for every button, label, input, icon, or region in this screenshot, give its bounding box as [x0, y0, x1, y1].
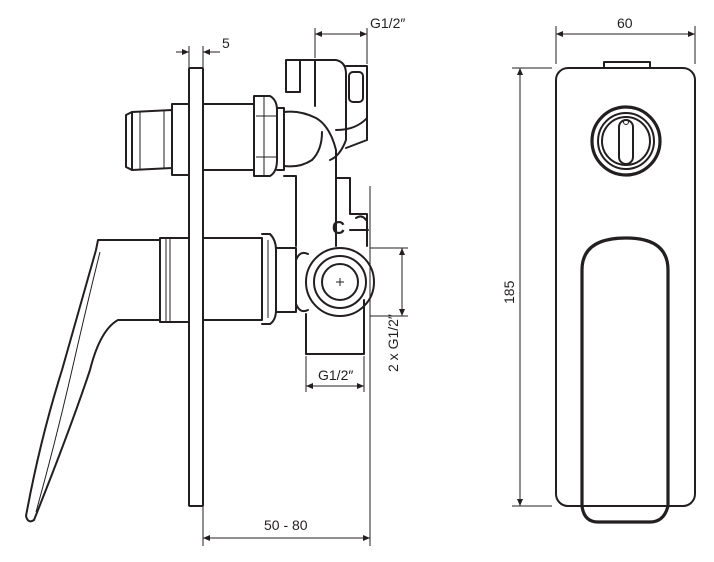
cover-plate: [188, 67, 204, 507]
left-stub: [125, 109, 173, 171]
top-inlet: [285, 59, 368, 161]
depth-label: 50 - 80: [264, 517, 308, 533]
plate-width-label: 60: [617, 15, 633, 31]
wall-offset-label: 5: [222, 35, 230, 51]
round-outlet: [295, 247, 375, 317]
stub-connector: [171, 103, 190, 176]
dim-depth: 50 - 80: [202, 186, 371, 546]
letter-c-icon: C: [332, 218, 345, 238]
dim-outlet-pair: 2 x G1/2″: [370, 247, 408, 372]
inlet-top-label: G1/2″: [370, 15, 405, 31]
lever-collar: [159, 237, 190, 323]
side-view: C: [25, 15, 408, 546]
dim-inlet-top: G1/2″: [314, 15, 405, 64]
dim-outlet-bottom: G1/2″: [305, 356, 365, 392]
lever-handle: [25, 239, 161, 523]
dim-plate-width: 60: [555, 15, 696, 64]
front-view: 60 185: [501, 15, 696, 524]
front-plate: [555, 67, 696, 507]
upper-body: [202, 95, 351, 179]
bottom-outlet: [305, 299, 365, 355]
dim-wall-offset: 5: [176, 35, 230, 68]
diverter-knob-icon: [590, 105, 662, 177]
front-lever: [580, 236, 670, 524]
lower-body: [202, 233, 297, 325]
dim-plate-height: 185: [501, 67, 552, 507]
outlet-bottom-label: G1/2″: [318, 367, 353, 383]
mid-body: [283, 175, 369, 247]
plate-height-label: 185: [501, 280, 517, 304]
outlet-pair-label: 2 x G1/2″: [385, 314, 401, 372]
